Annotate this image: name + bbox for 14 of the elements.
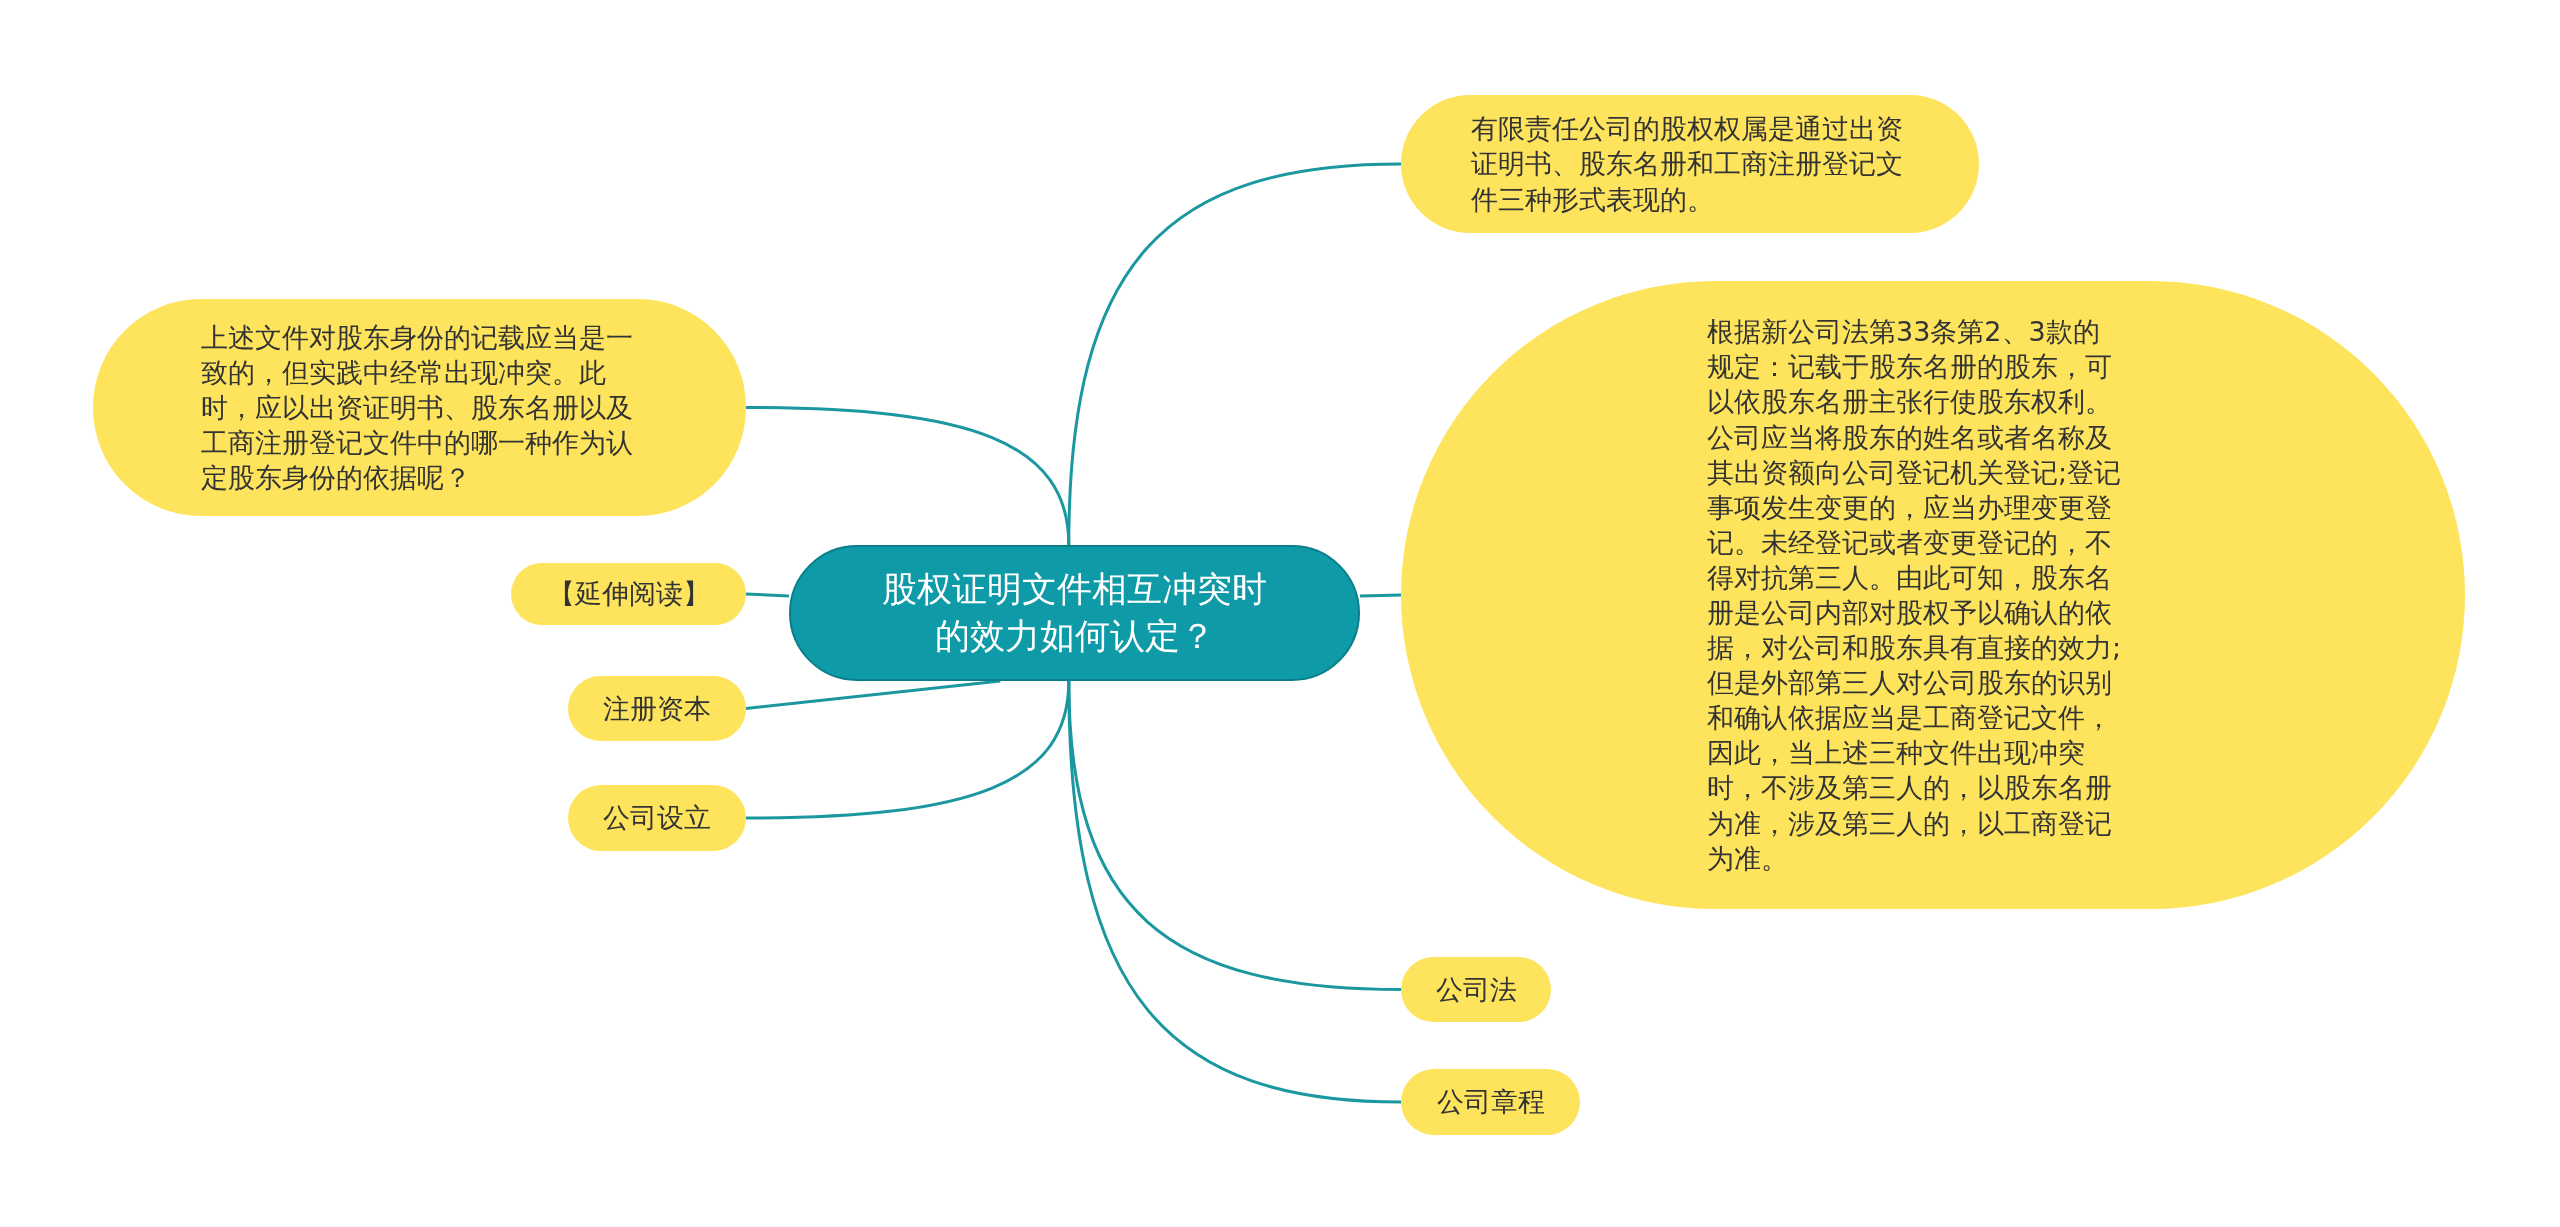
- connector-line: [745, 592, 790, 598]
- topic-bubble: 根据新公司法第33条第2、3款的规定：记载于股东名册的股东，可以依股东名册主张行使股东权利。公司应当将股东的姓名或者名称及其出资额向公司登记机关登记;登记事项发生变更的，应当办理变更登记。未经登记或者变更登记的，不得对抗第三人。由此可知，股东名册是公司内部对股权予以确认的依据，对公司和股东具有直接的效力;但是外部第三人对公司股东的识别和确认依据应当是工商登记文件，因此，当上述三种文件出现冲突时，不涉及第三人的，以股东名册为准，涉及第三人的，以工商登记为准。: [1401, 281, 2465, 909]
- connector-line: [745, 680, 1071, 820]
- topic-bubble: 上述文件对股东身份的记载应当是一致的，但实践中经常出现冲突。此时，应以出资证明书、股东名册以及工商注册登记文件中的哪一种作为认定股东身份的依据呢？: [93, 299, 746, 516]
- topic-bubble: 公司设立: [568, 785, 746, 851]
- connector-line: [745, 406, 1071, 546]
- connector-line: [1359, 593, 1402, 598]
- central-topic-bubble: 股权证明文件相互冲突时的效力如何认定？: [789, 545, 1360, 681]
- topic-bubble: 有限责任公司的股权权属是通过出资证明书、股东名册和工商注册登记文件三种形式表现的。: [1401, 95, 1979, 233]
- topic-bubble: 【延伸阅读】: [511, 563, 746, 625]
- connector-line: [745, 679, 1001, 710]
- topic-bubble: 公司法: [1401, 957, 1551, 1022]
- topic-bubble: 公司章程: [1401, 1069, 1580, 1135]
- topic-bubble: 注册资本: [568, 676, 746, 741]
